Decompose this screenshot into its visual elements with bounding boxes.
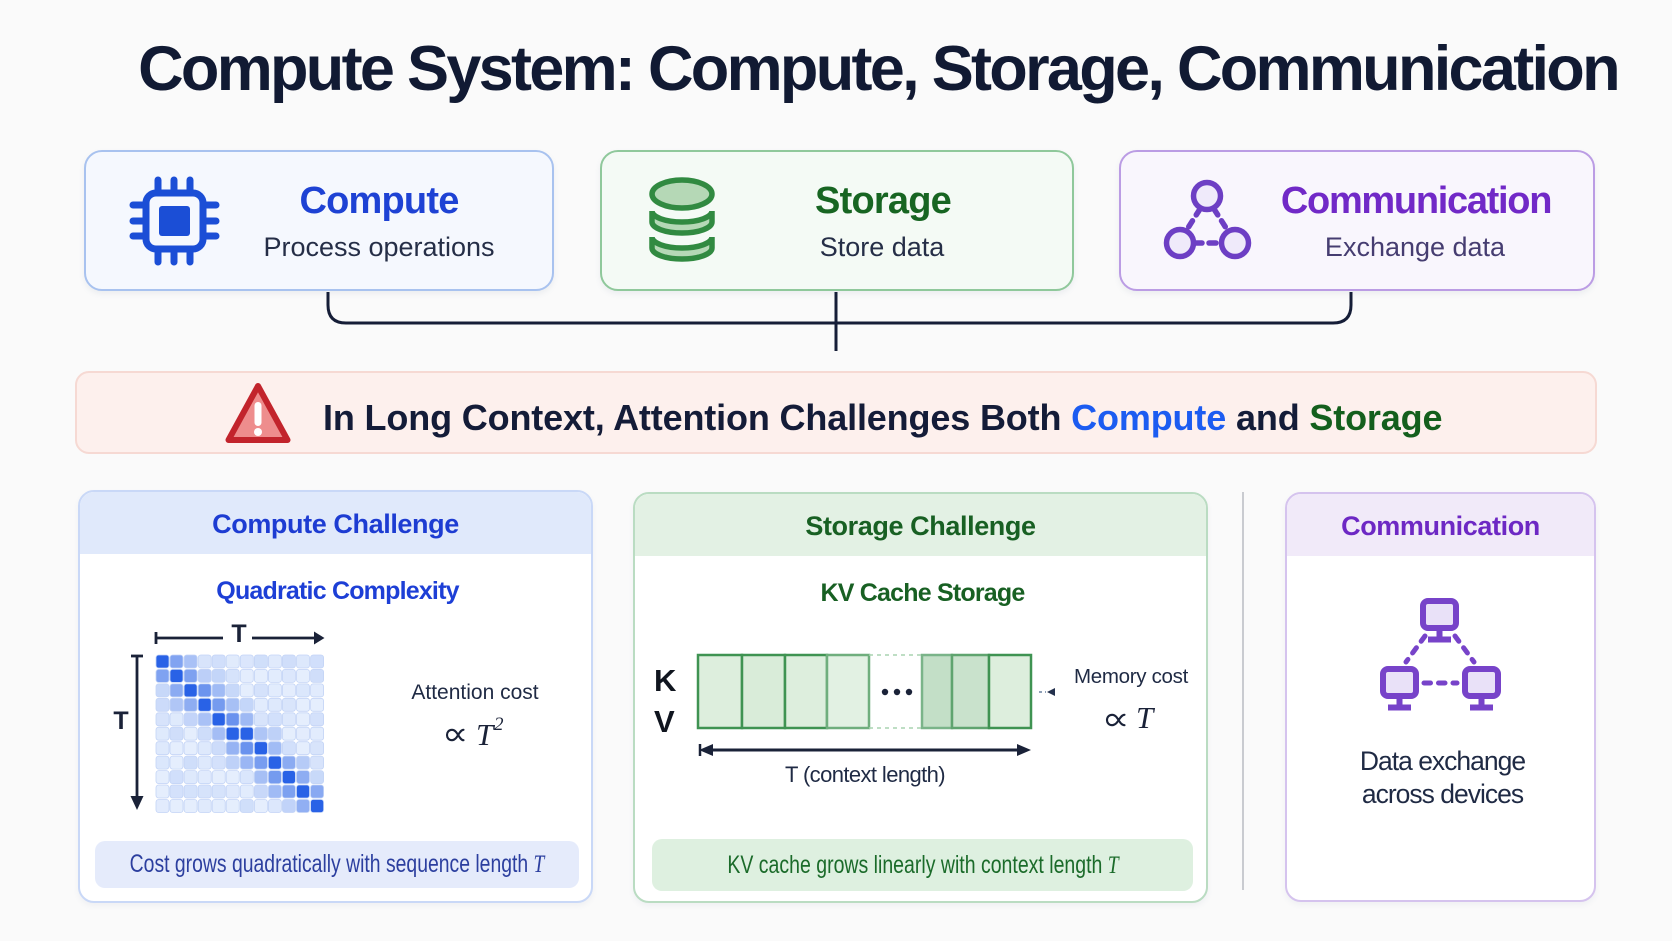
svg-text:T: T xyxy=(231,620,246,648)
svg-text:T: T xyxy=(113,707,128,735)
